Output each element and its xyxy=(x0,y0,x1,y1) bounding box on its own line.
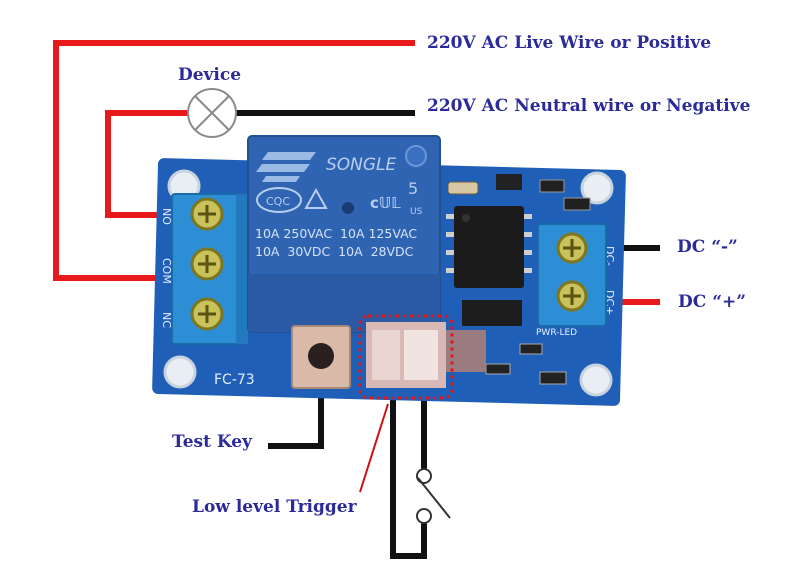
trigger-highlight-box xyxy=(358,314,454,400)
resistor xyxy=(563,197,591,211)
screw-dc-plus-icon xyxy=(556,280,588,312)
lamp-cross-icon xyxy=(187,88,237,138)
resistor xyxy=(485,363,511,375)
resistor xyxy=(539,179,565,193)
low-level-trigger-label: Low level Trigger xyxy=(192,497,357,517)
live-wire xyxy=(53,40,415,281)
mount-hole xyxy=(163,355,197,389)
device-label: Device xyxy=(178,65,242,85)
device-to-no-wire xyxy=(105,110,190,218)
terminal-nc-label: NC xyxy=(160,312,173,328)
relay-digit: 5 xyxy=(408,179,418,198)
dc-plus-label: DC “+” xyxy=(678,292,746,312)
screw-com-icon xyxy=(190,247,224,281)
trigger-wire-left xyxy=(390,396,427,559)
cqc-mark-icon xyxy=(256,187,302,213)
test-key-wire xyxy=(268,396,324,449)
dc-terminal-block xyxy=(537,223,607,327)
warning-mark-icon xyxy=(304,187,328,209)
relay-brand-logo-icon xyxy=(256,152,316,182)
switch-icon xyxy=(416,468,451,524)
cqc-mark-text: CQC xyxy=(266,195,290,208)
live-wire-label: 220V AC Live Wire or Positive xyxy=(427,33,712,53)
ul-mark-icon: ᴄ𝕌𝕃 xyxy=(370,194,401,212)
mount-hole xyxy=(580,171,614,205)
ic-chip xyxy=(446,206,532,288)
relay-rating-line2: 10A 30VDC 10A 28VDC xyxy=(255,244,414,259)
relay-brand: SONGLE xyxy=(326,155,397,175)
relay-hole xyxy=(342,202,354,214)
test-key-label: Test Key xyxy=(172,432,252,452)
trigger-pointer-line xyxy=(359,403,389,493)
screw-no-icon xyxy=(190,197,224,231)
pwr-led xyxy=(519,343,543,355)
terminal-com-label: COM xyxy=(160,258,173,284)
test-key-button[interactable] xyxy=(291,325,351,389)
trigger-header xyxy=(358,314,486,400)
diode xyxy=(447,181,479,195)
us-mark: US xyxy=(410,207,423,217)
dc-minus-label: DC “-” xyxy=(677,237,738,257)
relay-output-terminal-block xyxy=(171,193,248,345)
resistor xyxy=(539,371,567,385)
relay-pin-mark xyxy=(405,145,427,167)
terminal-no-label: NO xyxy=(160,208,173,225)
relay-rating-line1: 10A 250VAC 10A 125VAC xyxy=(255,226,417,241)
transistor xyxy=(496,174,522,190)
ic-chip-small xyxy=(462,300,522,326)
mount-hole xyxy=(579,363,613,397)
screw-dc-minus-icon xyxy=(556,232,588,264)
relay: SONGLE 5 CQC ᴄ𝕌𝕃 US 10A 250VAC 10A 125VA… xyxy=(247,135,441,333)
neutral-wire-label: 220V AC Neutral wire or Negative xyxy=(427,96,751,116)
led-label: PWR-LED xyxy=(536,328,577,338)
screw-nc-icon xyxy=(190,297,224,331)
board-model-label: FC-73 xyxy=(214,372,255,388)
